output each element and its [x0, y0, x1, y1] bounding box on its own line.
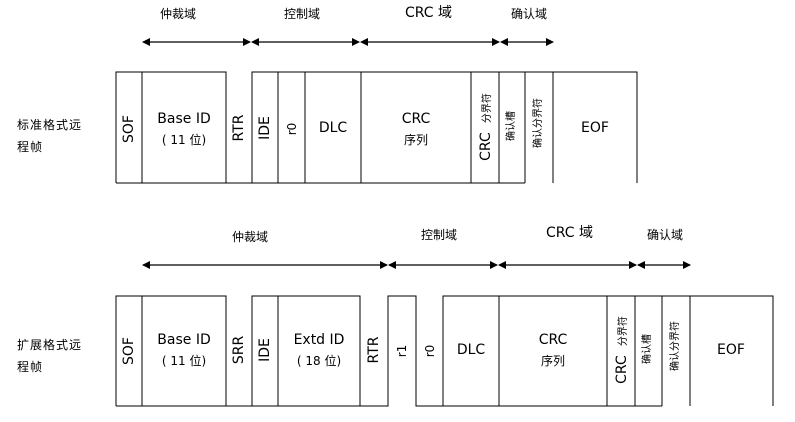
- frame1-eof-label: EOF: [581, 120, 609, 136]
- frame2-header-arbitration: 仲裁域: [232, 230, 269, 244]
- frame2-srr-label: SRR: [231, 335, 247, 365]
- frame1-header-ack: 确认域: [511, 7, 548, 21]
- frame1-ack-slot-label: 确认槽: [506, 111, 517, 141]
- frame1-baseid-bits: ( 11 位): [161, 133, 207, 147]
- frame2-crc-delim-a: CRC: [614, 355, 630, 384]
- frame2-crc-seq-label: 序列: [540, 354, 566, 368]
- frame2-format-label: 扩展格式远程帧: [17, 338, 83, 374]
- frame2-baseid-bits: ( 11 位): [161, 354, 207, 368]
- frame2-header-control: 控制域: [421, 228, 458, 242]
- frame1-crc-delim-b: 分界符: [482, 93, 493, 124]
- frame1-rtr-label: RTR: [231, 114, 247, 142]
- frame2-rtr-label: RTR: [366, 336, 382, 364]
- frame2-crc-label: CRC: [538, 332, 568, 348]
- frame1-dlc-label: DLC: [318, 120, 348, 136]
- frame2-r0-label: r0: [423, 344, 437, 358]
- frame2-dlc-label: DLC: [456, 342, 486, 358]
- frame1-format-label: 标准格式远程帧: [17, 118, 83, 154]
- frame2-ide-label: IDE: [257, 338, 273, 362]
- frame1-waveform: [115, 71, 554, 184]
- frame2-waveform: [115, 295, 691, 407]
- frame1-dividers: [141, 72, 526, 183]
- frame2-crc-delim: CRC 分界符: [613, 316, 630, 384]
- frame1-header-arbitration: 仲裁域: [160, 7, 197, 21]
- frame2-r1-label: r1: [395, 344, 409, 358]
- frame1-header-control: 控制域: [284, 7, 321, 21]
- frame2-waveform-tail: [690, 295, 774, 406]
- frame2-eof-label: EOF: [717, 342, 745, 358]
- frame1-crc-seq-label: 序列: [403, 133, 429, 147]
- frame2-ack-delim-label: 确认分界符: [670, 321, 681, 371]
- frame1-baseid-label: Base ID: [157, 111, 211, 127]
- frame2-header-crc: CRC 域: [546, 225, 594, 241]
- frame2-sof-label: SOF: [121, 337, 137, 365]
- frame1-crc-label: CRC: [401, 111, 431, 127]
- frame1-crc-delim: CRC 分界符: [477, 93, 494, 161]
- frame2-extid-label: Extd ID: [293, 332, 345, 348]
- frame2-extid-bits: ( 18 位): [296, 354, 342, 368]
- frame1-r0-label: r0: [285, 122, 299, 136]
- frame2-dividers: [141, 296, 663, 406]
- frame1-crc-delim-a: CRC: [478, 132, 494, 161]
- frame1-header-crc: CRC 域: [405, 5, 453, 21]
- frame1-waveform-tail: [553, 71, 638, 183]
- frame2-header-ack: 确认域: [647, 228, 684, 242]
- frame2-baseid-label: Base ID: [157, 332, 211, 348]
- frame1-ack-delim-label: 确认分界符: [533, 98, 544, 148]
- frame2-ack-slot-label: 确认槽: [642, 334, 653, 364]
- frame1-sof-label: SOF: [121, 115, 137, 143]
- frame1-ide-label: IDE: [257, 116, 273, 140]
- frame2-crc-delim-b: 分界符: [618, 316, 629, 347]
